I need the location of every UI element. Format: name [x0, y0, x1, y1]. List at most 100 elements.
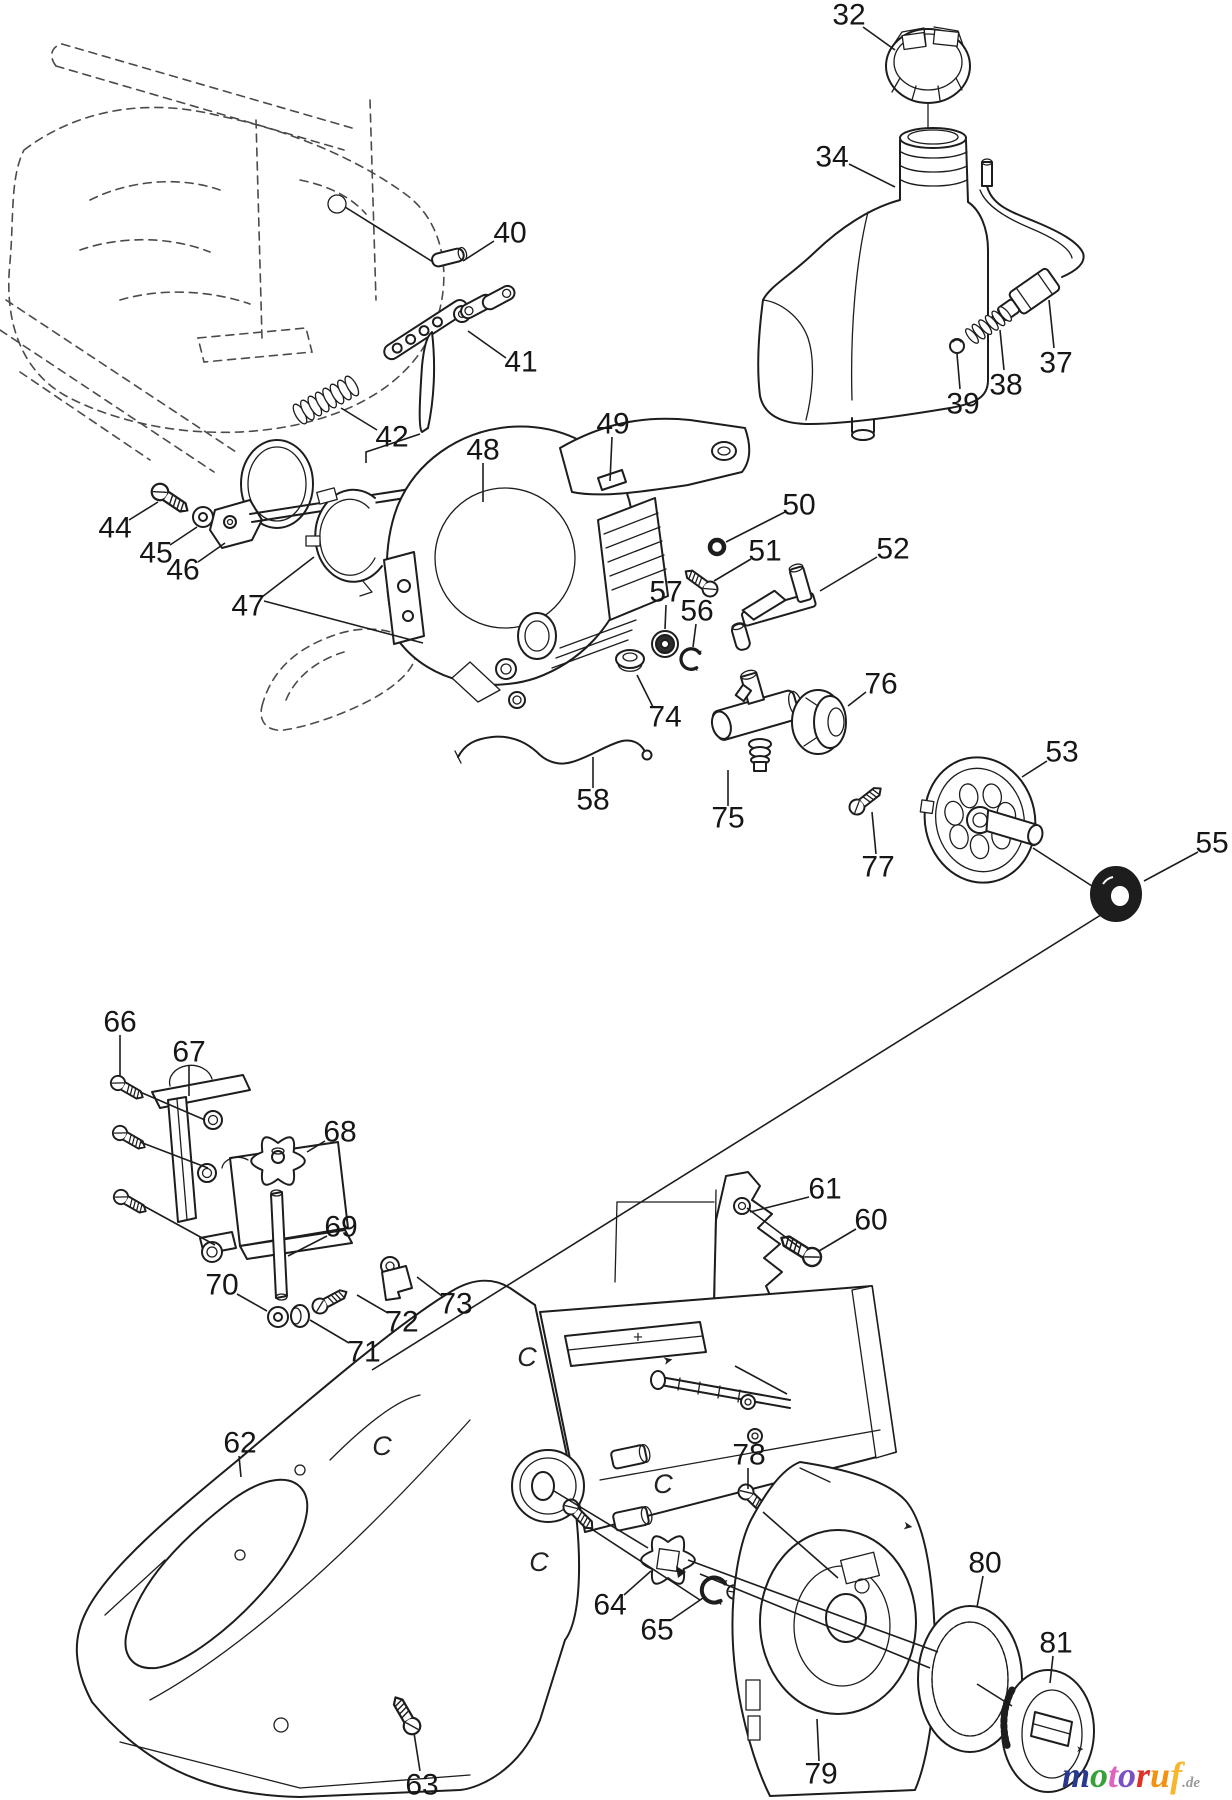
band-clamp — [305, 487, 383, 597]
check-ball — [949, 338, 965, 354]
leader-70 — [236, 1293, 268, 1312]
leader-81 — [1049, 1655, 1054, 1684]
bushing-71 — [290, 1304, 310, 1328]
worm-gear — [791, 689, 847, 755]
install-line-3 — [746, 1207, 801, 1249]
part-label-39: 39 — [946, 388, 979, 421]
mark-C-1: C — [517, 1342, 537, 1372]
tension-knob — [250, 1136, 306, 1186]
leader-57 — [664, 604, 667, 630]
part-label-80: 80 — [968, 1547, 1001, 1580]
leader-72 — [356, 1294, 389, 1314]
install-line-4 — [734, 1365, 788, 1395]
part-label-79: 79 — [804, 1758, 837, 1791]
leader-61 — [749, 1196, 810, 1213]
leader-62 — [238, 1455, 242, 1478]
clutch-housing — [383, 417, 751, 709]
part-label-49: 49 — [596, 408, 629, 441]
part-label-76: 76 — [864, 668, 897, 701]
brake-spring — [292, 375, 360, 425]
part-label-44: 44 — [98, 512, 131, 545]
ring-gear — [917, 1605, 1023, 1753]
cover-knob-dial — [1000, 1669, 1095, 1793]
part-label-66: 66 — [103, 1006, 136, 1039]
fuel-cap — [885, 26, 971, 128]
leader-37 — [1048, 299, 1055, 349]
leader-63 — [413, 1732, 421, 1772]
fuel-tank — [757, 127, 989, 441]
install-line-12 — [699, 1573, 931, 1669]
part-label-63: 63 — [405, 1769, 438, 1800]
part-label-64: 64 — [593, 1589, 626, 1622]
part-label-47: 47 — [231, 590, 264, 623]
part-label-32: 32 — [832, 0, 865, 32]
leader-71 — [309, 1319, 350, 1344]
leader-65 — [670, 1597, 704, 1621]
install-line-11 — [687, 1559, 939, 1653]
spur-gear — [919, 756, 1044, 884]
o-ring-50 — [707, 537, 727, 557]
part-label-62: 62 — [223, 1427, 256, 1460]
leader-52 — [819, 556, 878, 592]
leader-73 — [416, 1276, 443, 1297]
leader-34 — [848, 163, 896, 188]
leader-53 — [1021, 760, 1048, 778]
part-label-70: 70 — [205, 1269, 238, 1302]
part-label-60: 60 — [854, 1204, 887, 1237]
ghost-grip-outline — [260, 628, 417, 731]
leader-55 — [1143, 851, 1199, 882]
fuel-hose — [979, 158, 1085, 326]
mark-➤-5: ➤ — [662, 1352, 675, 1368]
screw-72 — [308, 1284, 352, 1318]
part-label-75: 75 — [711, 802, 744, 835]
mark-➤-7: ➤ — [1076, 1744, 1084, 1754]
washer-70 — [267, 1306, 289, 1328]
oil-pump — [710, 669, 803, 772]
leader-79 — [816, 1718, 820, 1762]
leader-60 — [818, 1228, 857, 1252]
washer-45 — [192, 506, 214, 528]
leader-68 — [306, 1140, 326, 1153]
mark-C-0: C — [372, 1431, 392, 1461]
leader-50 — [725, 511, 786, 543]
leader-69 — [287, 1235, 328, 1257]
install-line-7 — [589, 1527, 701, 1601]
leader-44 — [128, 501, 159, 521]
part-label-69: 69 — [324, 1211, 357, 1244]
mark-➤-6: ➤ — [902, 1518, 914, 1534]
leader-74 — [636, 674, 654, 708]
watermark-text: motoruf.de — [1062, 1755, 1200, 1795]
install-line-5 — [553, 1490, 649, 1549]
circlip-56 — [677, 645, 703, 673]
part-label-34: 34 — [815, 141, 848, 174]
install-lines — [139, 206, 1105, 1707]
part-label-58: 58 — [576, 784, 609, 817]
leader-lines — [119, 26, 1199, 1772]
install-line-0 — [344, 206, 434, 263]
install-line-14 — [365, 433, 421, 463]
part-label-78: 78 — [732, 1439, 765, 1472]
part-label-71: 71 — [347, 1336, 380, 1369]
install-line-8 — [139, 1091, 206, 1121]
mark-C-3: C — [653, 1469, 673, 1499]
part-label-81: 81 — [1039, 1627, 1072, 1660]
wire-guide — [454, 735, 653, 765]
part-label-55: 55 — [1195, 827, 1228, 860]
part-label-50: 50 — [782, 489, 815, 522]
screw-77 — [845, 781, 887, 819]
part-label-48: 48 — [466, 434, 499, 467]
part-label-46: 46 — [166, 554, 199, 587]
screw-66c — [110, 1186, 151, 1219]
install-line-13 — [976, 1683, 1013, 1707]
screw-44 — [147, 479, 194, 519]
leader-49 — [609, 436, 613, 482]
part-label-38: 38 — [989, 369, 1022, 402]
leader-39 — [956, 353, 961, 390]
oiler-control-shaft — [730, 563, 817, 651]
leader-32 — [862, 26, 896, 51]
needle-bearing — [1090, 866, 1142, 922]
